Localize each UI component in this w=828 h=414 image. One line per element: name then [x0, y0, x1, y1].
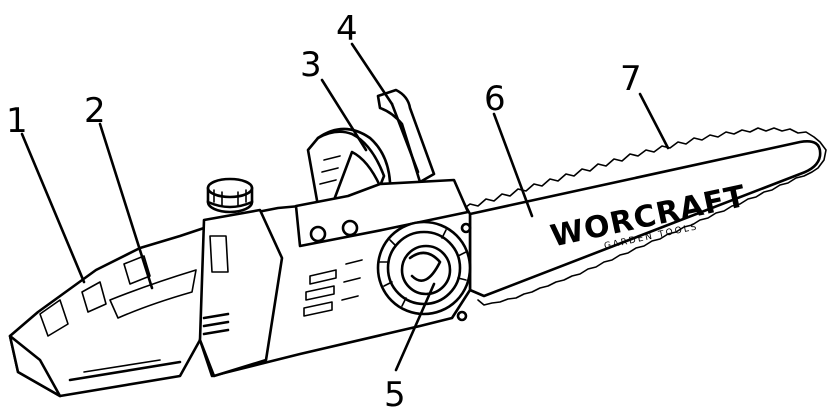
vent-slots	[303, 259, 363, 317]
callout-7: 7	[620, 59, 642, 99]
guide-bar	[461, 127, 827, 306]
callout-1: 1	[6, 101, 28, 141]
leader-4	[350, 42, 394, 106]
callout-numbers: 1 2 3 4 5 6 7	[6, 9, 642, 414]
callout-6: 6	[484, 79, 506, 119]
leader-7	[638, 92, 670, 150]
leader-1	[20, 132, 86, 284]
leader-5	[394, 282, 436, 372]
callout-4: 4	[336, 9, 358, 49]
callout-5: 5	[384, 375, 406, 414]
callout-2: 2	[84, 91, 106, 131]
leader-6	[492, 112, 534, 218]
leader-2	[98, 122, 154, 290]
leader-3	[320, 78, 368, 152]
oil-cap	[206, 177, 254, 214]
callout-3: 3	[300, 45, 322, 85]
chain-tension-knob	[376, 220, 472, 316]
leader-lines	[20, 42, 670, 372]
chain	[461, 127, 827, 306]
rear-handle	[376, 88, 436, 184]
